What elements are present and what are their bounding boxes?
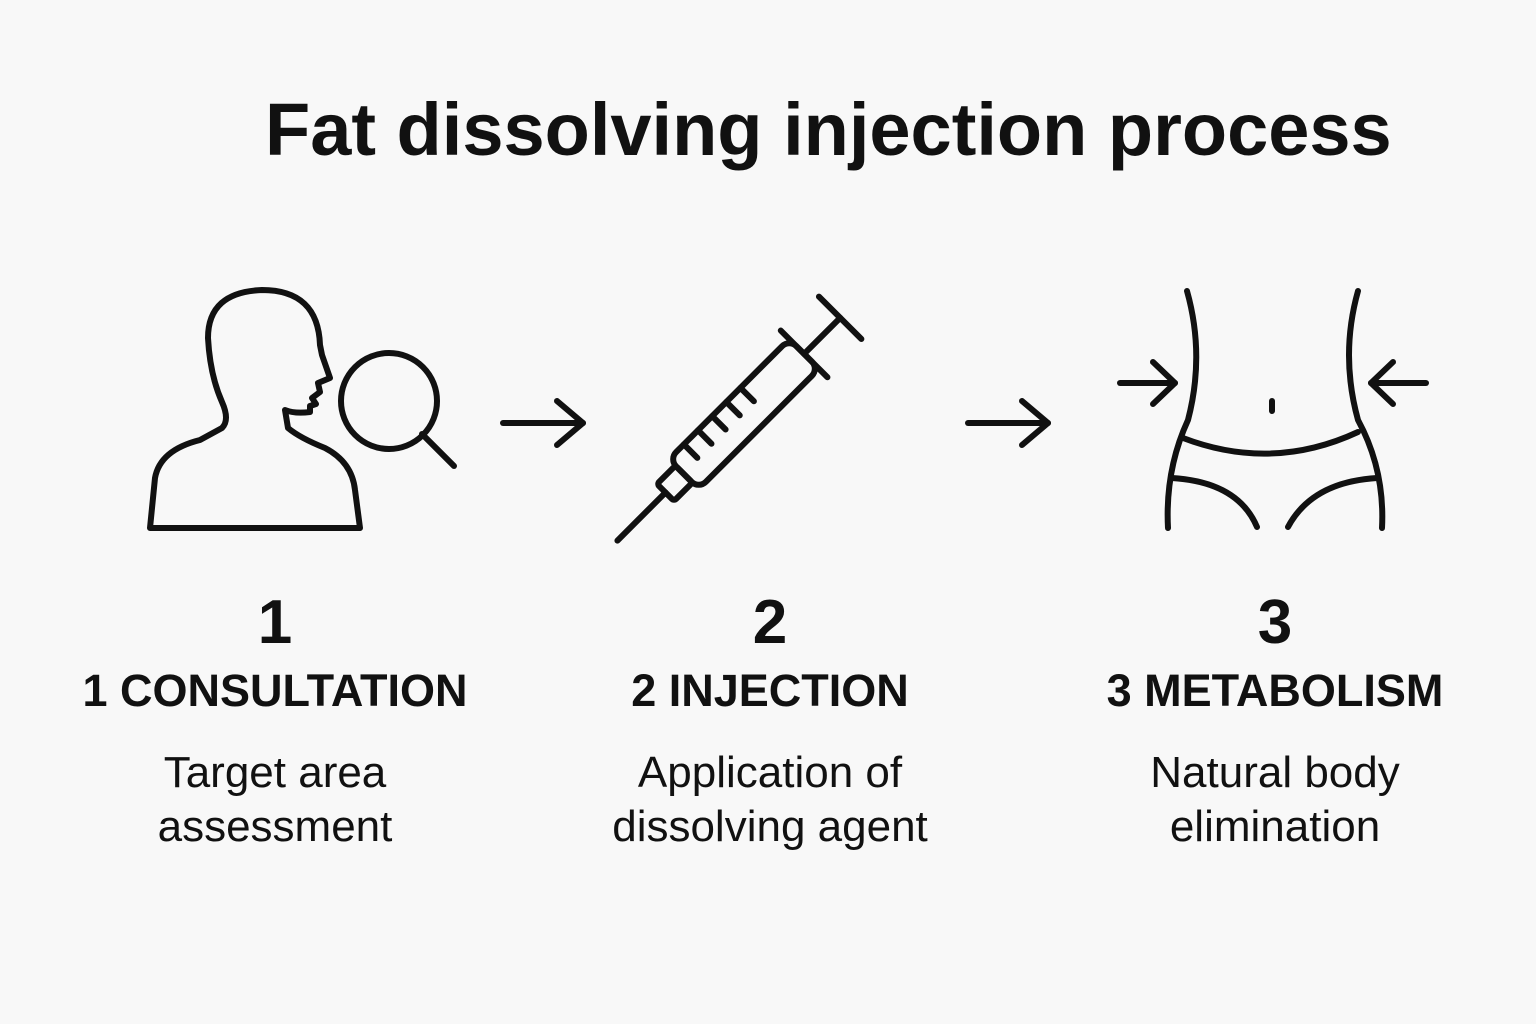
magnifier-handle-icon (419, 431, 457, 469)
left-leg-opening-icon (1169, 475, 1260, 530)
step-description: Natural body elimination (1070, 746, 1480, 854)
step-description: Target area assessment (60, 746, 490, 854)
step-consultation: 1 1 CONSULTATION Target area assessment (60, 588, 490, 854)
syringe-needle-icon (614, 489, 669, 544)
diagram-title: Fat dissolving injection process (265, 88, 1392, 171)
step-description: Application of dissolving agent (570, 746, 970, 854)
syringe-stem-icon (801, 314, 844, 357)
step-description-line-1: Application of (637, 748, 903, 797)
syringe-icon (614, 293, 865, 544)
waist-right-contour-icon (1346, 288, 1386, 531)
step-description-line-1: Target area (163, 748, 387, 797)
step-label: 3 METABOLISM (1106, 665, 1444, 716)
right-arrow-icon-2 (965, 398, 1051, 448)
step-label: 2 INJECTION (631, 665, 909, 716)
waist-icon (1117, 288, 1429, 531)
right-arrow-icon-1 (500, 398, 586, 448)
right-leg-opening-icon (1285, 475, 1380, 530)
syringe-plunger-icon (815, 293, 865, 343)
step-number: 2 (752, 588, 788, 657)
step-description-line-1: Natural body (1150, 748, 1400, 797)
syringe-flange-icon (777, 327, 831, 381)
waistband-icon (1180, 429, 1361, 457)
step-number: 3 (1257, 588, 1293, 657)
step-description-line-2: dissolving agent (612, 802, 928, 851)
step-description-line-2: assessment (157, 802, 393, 851)
person-with-magnifier-icon (147, 287, 457, 531)
waist-left-contour-icon (1164, 288, 1200, 531)
step-description-line-2: elimination (1169, 802, 1381, 851)
magnifier-lens-icon (338, 350, 440, 452)
step-label: 1 CONSULTATION (82, 665, 468, 716)
person-silhouette-icon (147, 287, 363, 531)
syringe-barrel-icon (670, 340, 818, 488)
step-number: 1 (257, 588, 293, 657)
step-injection: 2 2 INJECTION Application of dissolving … (570, 588, 970, 854)
step-metabolism: 3 3 METABOLISM Natural body elimination (1070, 588, 1480, 854)
